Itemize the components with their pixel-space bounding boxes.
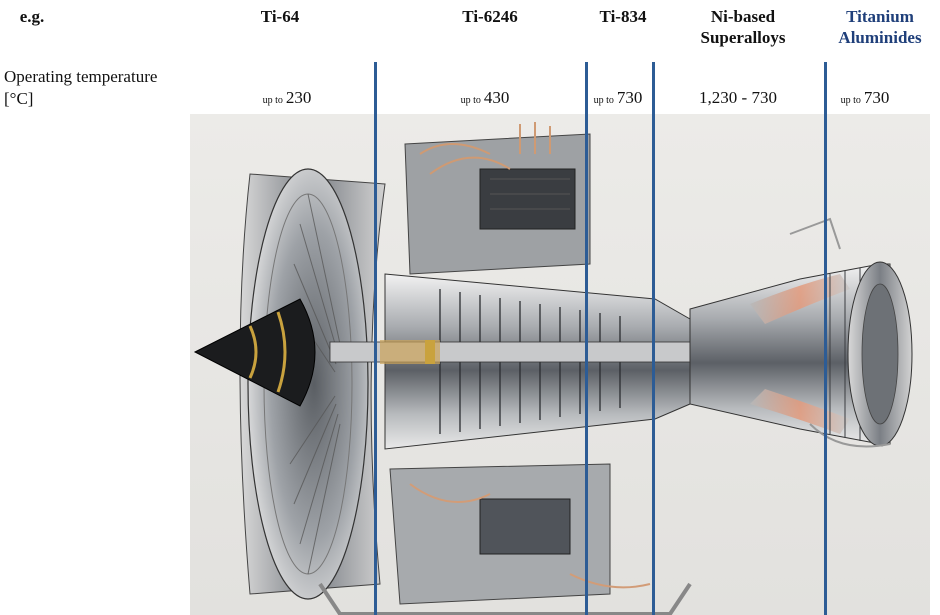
eg-label: e.g. — [19, 7, 45, 26]
column-divider-1 — [374, 62, 377, 615]
jet-engine-cutaway-illustration — [190, 114, 930, 615]
operating-temperature-unit: [°C] — [4, 89, 34, 108]
column-header-tial-line1: Titanium — [846, 7, 914, 26]
temp-ti6246-value: 430 — [483, 88, 510, 107]
column-divider-2 — [585, 62, 588, 615]
column-header-ni-superalloys: Ni-based Superalloys — [678, 6, 808, 48]
temp-ni-superalloys: 1,230 - 730 — [676, 88, 800, 108]
temp-ti64-prefix: up to — [262, 95, 283, 106]
column-divider-4 — [824, 62, 827, 615]
column-header-titanium-aluminides: Titanium Aluminides — [820, 6, 940, 48]
column-header-ti6246: Ti-6246 — [462, 7, 518, 26]
column-header-ti834: Ti-834 — [599, 7, 647, 26]
temp-ti834-value: 730 — [616, 88, 643, 107]
column-header-ni-line1: Ni-based — [710, 7, 776, 26]
column-header-tial-line2: Aluminides — [838, 28, 922, 47]
column-header-ti64: Ti-64 — [260, 7, 300, 26]
column-header-ni-line2: Superalloys — [700, 28, 786, 47]
column-divider-3 — [652, 62, 655, 615]
temp-ni-value: 1,230 - 730 — [699, 88, 777, 107]
temp-ti6246-prefix: up to — [460, 95, 481, 106]
temp-tial-value: 730 — [863, 88, 890, 107]
operating-temperature-line1: Operating temperature — [4, 67, 158, 86]
operating-temperature-label: Operating temperature [°C] — [4, 66, 157, 110]
temp-ti64-value: 230 — [285, 88, 312, 107]
temp-ti834-prefix: up to — [593, 95, 614, 106]
temp-tial-prefix: up to — [840, 95, 861, 106]
